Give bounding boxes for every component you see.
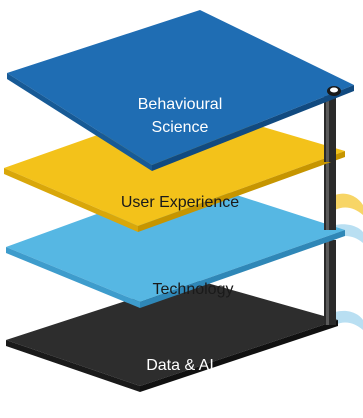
support-pole-middle-body bbox=[324, 160, 336, 230]
support-pole-upper-shine bbox=[326, 90, 329, 162]
layer-user-experience: User Experience bbox=[4, 104, 345, 232]
layer-behavioural-science-edge-right bbox=[152, 85, 354, 171]
layer-behavioural-science-label-line-2: Science bbox=[152, 119, 209, 136]
support-pole-lower bbox=[324, 240, 336, 325]
layer-behavioural-science-label-line-1: Behavioural bbox=[138, 96, 223, 113]
support-pole-middle bbox=[324, 160, 336, 230]
layer-connectors bbox=[335, 193, 363, 330]
layer-user-experience-top bbox=[4, 104, 345, 226]
pole-cap-bolt bbox=[327, 86, 341, 96]
connector-light-blue-lower bbox=[335, 310, 363, 330]
layer-technology-top bbox=[6, 180, 345, 302]
layer-user-experience-edge-right bbox=[138, 151, 345, 232]
support-pole-upper bbox=[324, 90, 336, 162]
layer-data-ai-label: Data & AI bbox=[146, 357, 214, 374]
layer-data-ai-edge bbox=[6, 340, 140, 392]
support-pole-middle-shine bbox=[326, 160, 329, 230]
layer-behavioural-science: Behavioural Science bbox=[7, 10, 354, 171]
connector-yellow bbox=[335, 193, 363, 215]
layer-user-experience-label: User Experience bbox=[121, 194, 239, 211]
layer-user-experience-edge bbox=[4, 168, 138, 232]
layer-technology-edge bbox=[6, 247, 140, 308]
layer-data-ai-edge-right bbox=[140, 320, 338, 392]
layer-technology: Technology bbox=[6, 180, 345, 308]
layer-data-ai: Data & AI bbox=[6, 279, 338, 392]
pole-cap-bolt-inner bbox=[330, 87, 338, 93]
layer-technology-edge-right bbox=[140, 230, 345, 308]
layer-data-ai-top bbox=[6, 279, 338, 386]
support-pole-lower-body bbox=[324, 240, 336, 325]
layer-behavioural-science-top bbox=[7, 10, 354, 165]
layer-behavioural-science-edge bbox=[7, 73, 152, 171]
support-pole-lower-shine bbox=[326, 240, 329, 325]
connector-light-blue-upper bbox=[335, 224, 363, 243]
layer-technology-label: Technology bbox=[153, 281, 234, 298]
